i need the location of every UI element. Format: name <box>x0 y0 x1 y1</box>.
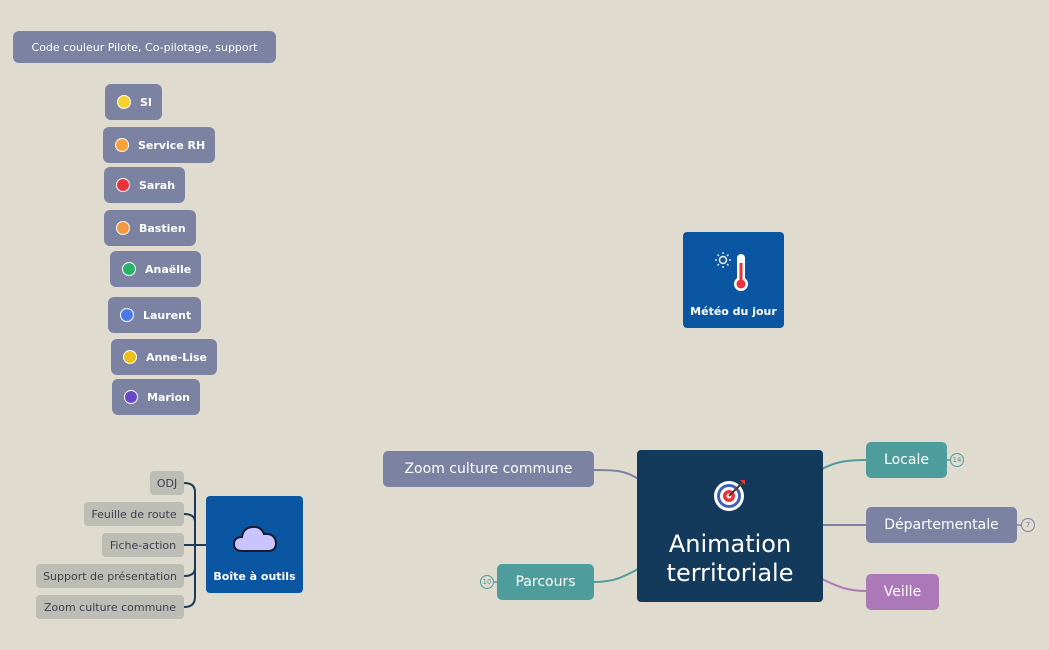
branch-zoom-culture-commune[interactable]: Zoom culture commune <box>383 451 594 487</box>
color-dot-icon <box>120 308 134 322</box>
color-dot-icon <box>116 221 130 235</box>
collapsed-count-badge[interactable]: 14 <box>950 453 964 467</box>
meteo-node[interactable]: Météo du jour <box>683 232 784 328</box>
central-title: Animation territoriale <box>666 530 794 587</box>
legend-item-anaelle[interactable]: Anaëlle <box>110 251 202 287</box>
color-dot-icon <box>116 178 130 192</box>
legend-title[interactable]: Code couleur Pilote, Co-pilotage, suppor… <box>13 31 276 63</box>
tool-feuille-de-route[interactable]: Feuille de route <box>84 502 184 526</box>
tool-fiche-action[interactable]: Fiche-action <box>102 533 184 557</box>
legend-item-label: Service RH <box>138 138 206 152</box>
collapsed-count-badge[interactable]: 7 <box>1021 518 1035 532</box>
meteo-label: Météo du jour <box>690 305 777 318</box>
legend-item-label: Anaëlle <box>145 262 192 276</box>
color-dot-icon <box>122 262 136 276</box>
tool-odj[interactable]: ODJ <box>150 471 184 495</box>
cloud-icon <box>232 525 277 552</box>
legend-item-laurent[interactable]: Laurent <box>108 297 202 333</box>
target-icon <box>714 480 745 511</box>
central-topic[interactable]: Animation territoriale <box>637 450 823 602</box>
branch-departementale[interactable]: Départementale <box>866 507 1017 543</box>
legend-item-label: Anne-Lise <box>146 350 207 364</box>
branch-veille[interactable]: Veille <box>866 574 939 610</box>
legend-item-marion[interactable]: Marion <box>112 379 200 415</box>
tool-support-presentation[interactable]: Support de présentation <box>36 564 184 588</box>
branch-locale[interactable]: Locale <box>866 442 947 478</box>
branch-parcours[interactable]: Parcours <box>497 564 594 600</box>
legend-item-anne-lise[interactable]: Anne-Lise <box>111 339 217 375</box>
tool-zoom-culture-commune[interactable]: Zoom culture commune <box>36 595 184 619</box>
legend-item-label: Laurent <box>143 308 192 322</box>
legend-item-label: Sarah <box>139 178 176 192</box>
toolbox-label: Boîte à outils <box>213 570 296 583</box>
legend-item-label: SI <box>140 95 153 109</box>
legend-item-sarah[interactable]: Sarah <box>104 167 186 203</box>
color-dot-icon <box>123 350 137 364</box>
legend-item-bastien[interactable]: Bastien <box>104 210 196 246</box>
lightbulb-icon <box>117 95 131 109</box>
color-dot-icon <box>124 390 138 404</box>
legend-item-service-rh[interactable]: Service RH <box>103 127 216 163</box>
legend-item-si[interactable]: SI <box>105 84 163 120</box>
pencil-icon <box>115 138 129 152</box>
collapsed-count-badge[interactable]: 10 <box>480 575 494 589</box>
legend-item-label: Marion <box>147 390 190 404</box>
toolbox-node[interactable]: Boîte à outils <box>206 496 303 593</box>
legend-item-label: Bastien <box>139 221 186 235</box>
thermometer-icon <box>714 252 748 291</box>
